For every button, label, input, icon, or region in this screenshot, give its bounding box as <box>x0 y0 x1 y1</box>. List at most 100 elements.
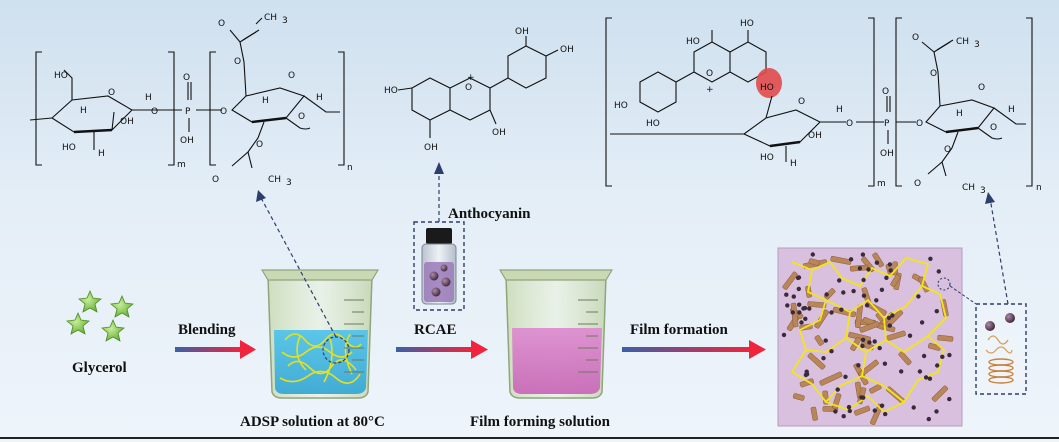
anthocyanin-dot <box>888 268 893 273</box>
anthocyanin-dot <box>837 278 842 283</box>
anthocyanin-dot <box>934 409 939 414</box>
fiber-rod <box>807 301 827 309</box>
anthocyanin-dot <box>839 307 844 312</box>
blending-arrow <box>175 340 256 359</box>
dashed-pointer <box>989 197 1009 305</box>
o-link-label: O <box>220 107 227 117</box>
anthocyanin-dot <box>887 262 893 267</box>
o-ring-label: O <box>706 69 713 79</box>
anthocyanin-dot <box>921 353 927 359</box>
ho-label: HO <box>614 101 628 111</box>
anthocyanin-dot <box>803 316 808 321</box>
subscript-n: n <box>347 163 353 173</box>
glycerol-star-icon <box>110 294 134 318</box>
anthocyanin-dot <box>927 376 933 381</box>
interaction-inset <box>975 303 1027 395</box>
anthocyanin-dot <box>799 320 804 325</box>
rcae-arrow <box>396 340 488 359</box>
anthocyanin-dot <box>866 267 871 272</box>
h-label: H <box>80 106 87 116</box>
pointer-arrowhead <box>985 192 995 204</box>
o-double-label: O <box>882 87 889 97</box>
zoom-circle <box>937 277 951 291</box>
anthocyanin-dot <box>936 269 941 274</box>
anthocyanin-dot <box>872 408 877 413</box>
h-label: H <box>98 149 105 159</box>
anthocyanin-dot <box>860 337 866 342</box>
anthocyanin-dot <box>874 260 880 265</box>
o-label: O <box>218 19 225 29</box>
oh-label: OH <box>120 117 134 127</box>
oh-label: HO <box>740 19 754 29</box>
ch3-label: CH <box>268 175 281 185</box>
anthocyanin-dot <box>851 288 856 294</box>
beaker-adsp <box>260 269 380 399</box>
anthocyanin-dot <box>879 403 885 408</box>
subscript-m: m <box>177 160 186 170</box>
o-label: O <box>298 112 305 122</box>
ho-label: HO <box>646 119 660 129</box>
anthocyanin-structure: HO O + OH OH OH OH <box>384 27 574 153</box>
rcae-label: RCAE <box>414 322 457 338</box>
fiber-rod <box>869 384 882 394</box>
anthocyanin-dot <box>879 287 885 292</box>
o-label: O <box>914 179 921 189</box>
glycerol-molecules <box>66 289 134 342</box>
o-ring-label: O <box>108 88 115 98</box>
sub-3: 3 <box>974 40 980 50</box>
glycerol-star-icon <box>101 318 125 342</box>
subscript-m: m <box>877 179 886 189</box>
fiber-rod <box>808 258 820 266</box>
anthocyanin-dot <box>824 292 829 297</box>
h-label: H <box>956 109 963 119</box>
anthocyanin-dot <box>861 395 866 400</box>
anthocyanin-dot <box>934 309 939 314</box>
anthocyanin-dot <box>916 294 921 299</box>
anthocyanin-dot <box>864 303 870 308</box>
anthocyanin-dot <box>807 306 812 311</box>
anthocyanin-dot <box>785 303 790 308</box>
anthocyanin-dot <box>846 404 852 410</box>
o-link-label: O <box>916 119 923 129</box>
oh-label: OH <box>808 131 822 141</box>
anthocyanin-dot <box>810 252 815 257</box>
anthocyanin-dot <box>829 349 834 354</box>
fiber-group <box>782 252 954 426</box>
ch3-label: CH <box>264 13 277 23</box>
anthocyanin-dot <box>861 277 866 283</box>
o-link-label: O <box>151 107 158 117</box>
fiber-rod <box>830 256 852 265</box>
ho-label: HO <box>384 86 398 96</box>
anthocyanin-dot <box>947 396 952 402</box>
anthocyanin-dot <box>841 290 846 295</box>
oh-label: OH <box>880 149 894 159</box>
complex-structure: m n HO HO O + HO HO HO O OH HO H H O P O <box>605 17 1042 196</box>
fiber-rod <box>792 393 805 401</box>
o-label: O <box>990 123 997 133</box>
o-label: O <box>930 69 937 79</box>
anthocyanin-dot <box>795 275 801 281</box>
anthocyanin-dot <box>801 306 806 311</box>
anthocyanin-dot <box>860 343 865 349</box>
anthocyanin-dot <box>935 363 940 368</box>
subscript-n: n <box>1036 183 1042 193</box>
o-ring-label: O <box>798 97 805 107</box>
anthocyanin-dot <box>848 257 854 262</box>
anthocyanin-dot <box>833 409 838 414</box>
o-ring-label: O <box>288 71 295 81</box>
ch3-label: CH <box>962 183 975 193</box>
anthocyanin-vial <box>413 221 465 311</box>
anthocyanin-dot <box>923 375 929 380</box>
oh-label: OH <box>424 143 438 153</box>
anthocyanin-dot <box>790 310 795 315</box>
h-label: H <box>1008 105 1015 115</box>
film-formation-arrow <box>622 340 766 359</box>
fiber-rod <box>858 359 879 378</box>
fiber-rod <box>898 351 912 366</box>
anthocyanin-dot <box>877 345 882 351</box>
anthocyanin-dot <box>796 286 801 292</box>
anthocyanin-dot <box>821 356 826 361</box>
glycerol-star-icon <box>78 289 102 313</box>
anthocyanin-dot <box>917 369 923 374</box>
